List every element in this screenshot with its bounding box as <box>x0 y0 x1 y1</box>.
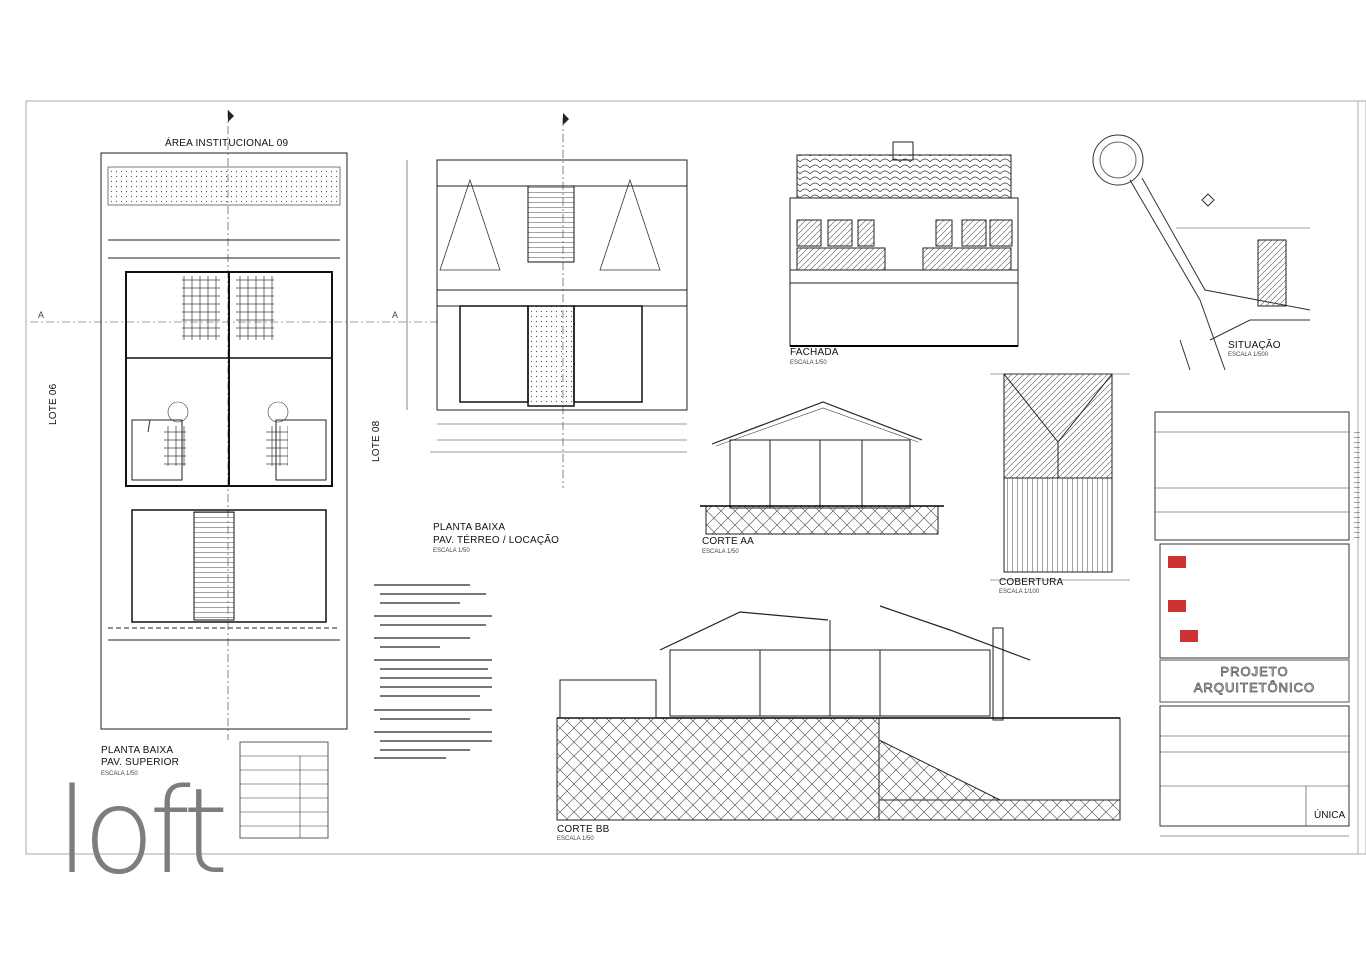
plan-terreo-subtitle: PAV. TÉRREO / LOCAÇÃO <box>433 535 560 546</box>
cobertura-drawing <box>990 373 1130 581</box>
corte-bb-drawing <box>556 605 1121 821</box>
section-mark-left: A <box>38 310 45 320</box>
project-title-line2: ARQUITETÔNICO <box>1193 680 1316 696</box>
sheet-number: ÚNICA <box>1314 810 1346 821</box>
corte-bb-title: CORTE BB <box>557 824 610 835</box>
loft-logo: loft <box>56 762 229 900</box>
plan-terreo-scale: ESCALA 1/50 <box>433 548 470 554</box>
cobertura-title: COBERTURA <box>999 577 1064 588</box>
plan-superior-scale: ESCALA 1/50 <box>101 771 138 777</box>
corte-aa-drawing <box>700 401 944 535</box>
cobertura-scale: ESCALA 1/100 <box>999 589 1040 595</box>
plan-terreo-drawing <box>406 113 688 488</box>
fachada-drawing <box>789 141 1019 347</box>
fachada-title: FACHADA <box>790 347 839 358</box>
corte-aa-title: CORTE AA <box>702 536 754 547</box>
corte-bb-scale: ESCALA 1/50 <box>557 836 594 842</box>
general-notes <box>374 584 492 759</box>
area-institucional-title: ÁREA INSTITUCIONAL 09 <box>165 138 289 149</box>
section-mark-right: A <box>392 310 399 320</box>
title-block <box>1154 411 1360 837</box>
plan-superior-title: PLANTA BAIXA <box>101 745 174 756</box>
area-table <box>239 741 329 839</box>
situacao-title: SITUAÇÃO <box>1228 340 1281 351</box>
situacao-drawing <box>1092 134 1311 371</box>
corte-aa-scale: ESCALA 1/50 <box>702 549 739 555</box>
lote-right-label: LOTE 08 <box>371 420 382 462</box>
project-title-line1: PROJETO <box>1220 664 1289 680</box>
situacao-scale: ESCALA 1/500 <box>1228 352 1269 358</box>
lote-left-label: LOTE 06 <box>48 383 59 425</box>
plan-superior-drawing <box>30 110 440 740</box>
fachada-scale: ESCALA 1/50 <box>790 360 827 366</box>
plan-superior-subtitle: PAV. SUPERIOR <box>101 757 179 768</box>
sheet-border <box>25 100 1366 855</box>
plan-terreo-title: PLANTA BAIXA <box>433 522 506 533</box>
